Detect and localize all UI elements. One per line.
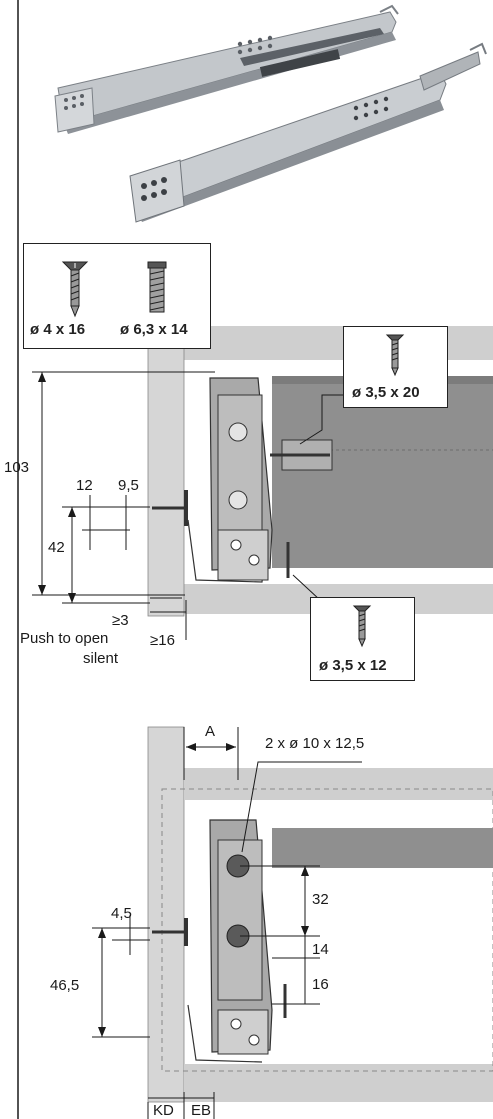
dim-103: 103: [4, 459, 30, 476]
dim-min-3: ≥3: [112, 612, 129, 629]
dim-16: 16: [312, 976, 329, 993]
dim-46-5: 46,5: [50, 977, 80, 994]
wood-screw-icon: [61, 261, 89, 318]
screw-callout-box-top: ø 4 x 16 ø 6,3 x 14: [23, 243, 211, 349]
label-KD: KD: [153, 1102, 174, 1119]
screw-20-size-label: ø 3,5 x 20: [352, 384, 420, 401]
silent-note: silent: [83, 650, 119, 667]
push-to-open-note: Push to open: [20, 630, 109, 647]
dim-min-16: ≥16: [150, 632, 175, 649]
screw-icon: [385, 334, 405, 377]
dim-4-5: 4,5: [111, 905, 132, 922]
dowel-label: 2 x ø 10 x 12,5: [265, 735, 365, 752]
section-2-drawing: [92, 726, 493, 1119]
dim-12: 12: [76, 477, 93, 494]
label-EB: EB: [191, 1102, 212, 1119]
screw-callout-box-20: ø 3,5 x 20: [343, 326, 448, 408]
dim-14: 14: [312, 941, 329, 958]
dim-42: 42: [48, 539, 65, 556]
runner-product-image: [54, 4, 487, 223]
screw-12-size-label: ø 3,5 x 12: [319, 657, 387, 674]
euro-screw-size-label: ø 6,3 x 14: [120, 321, 188, 338]
dim-9-5: 9,5: [118, 477, 139, 494]
screw-icon: [352, 605, 372, 648]
wood-screw-size-label: ø 4 x 16: [30, 321, 86, 338]
dim-32: 32: [312, 891, 329, 908]
euro-screw-icon: [147, 261, 167, 313]
dim-A: A: [205, 723, 216, 740]
screw-callout-box-12: ø 3,5 x 12: [310, 597, 415, 681]
